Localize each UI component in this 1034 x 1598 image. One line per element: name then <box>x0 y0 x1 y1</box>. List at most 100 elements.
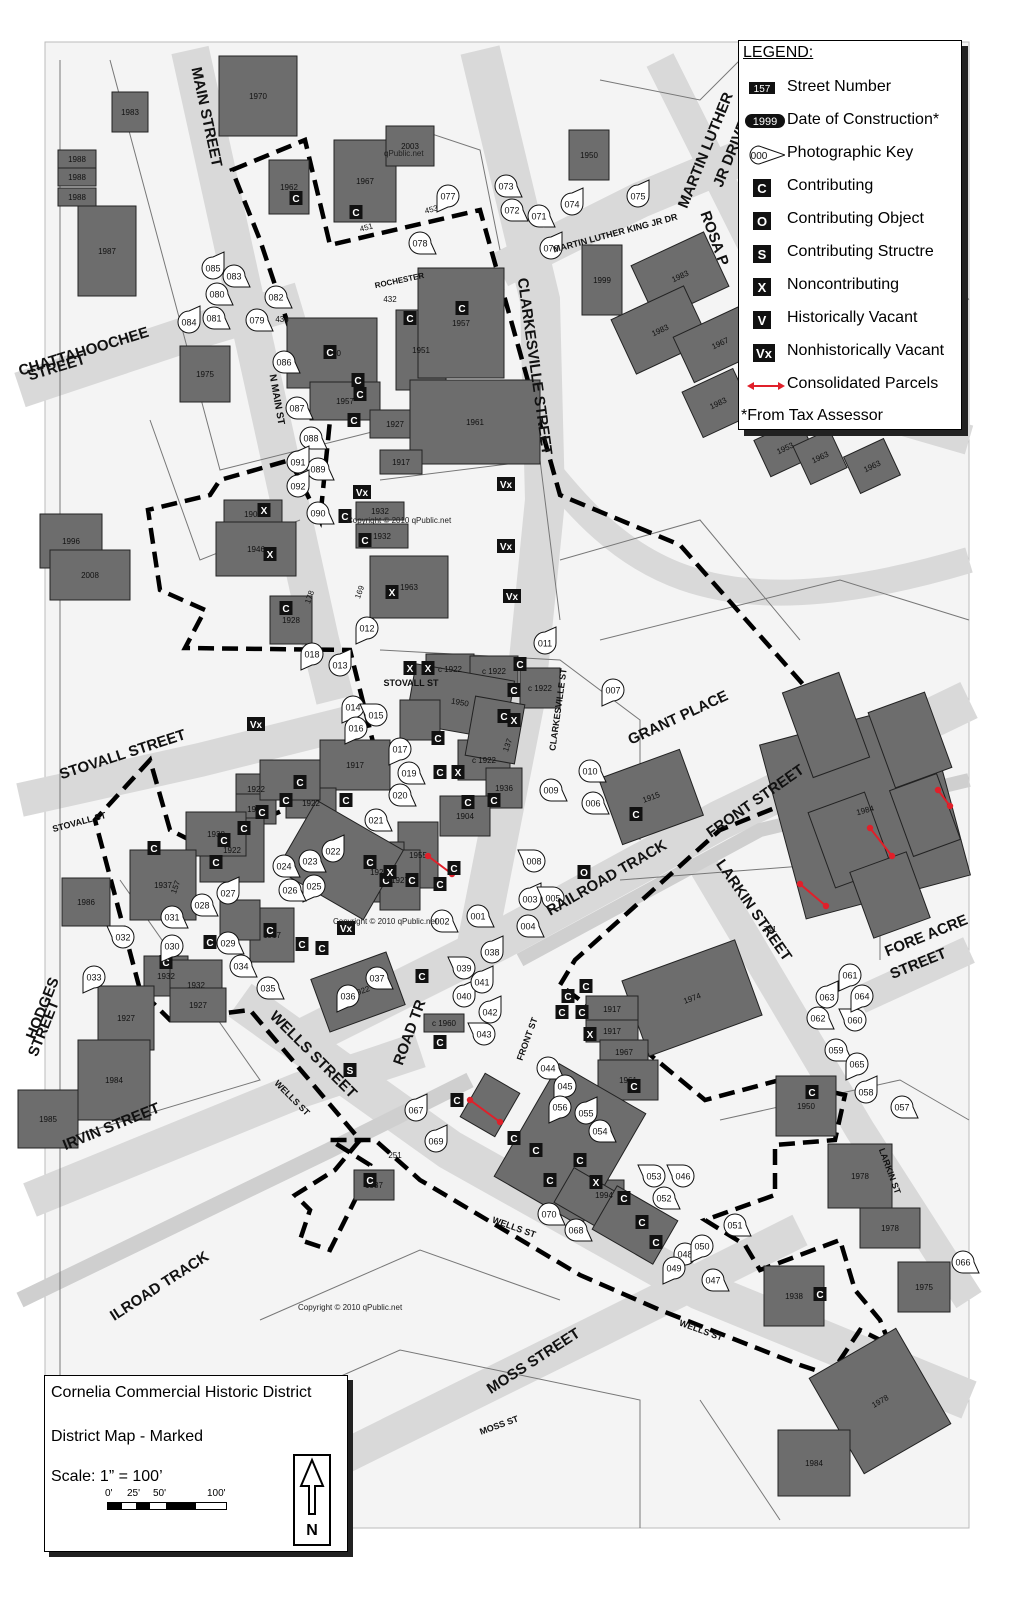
building-date: 1961 <box>466 418 484 427</box>
symbol-c: C <box>315 941 329 955</box>
svg-text:C: C <box>510 686 517 697</box>
building-date: 1978 <box>881 1224 899 1233</box>
svg-text:C: C <box>356 390 363 401</box>
photo-key-marker: 072 <box>500 198 529 222</box>
symbol-c: C <box>433 765 447 779</box>
photo-key-marker: 004 <box>516 914 545 938</box>
svg-text:018: 018 <box>304 650 319 660</box>
building-date: 1922 <box>302 799 320 808</box>
svg-text:071: 071 <box>531 212 546 222</box>
building-footprint <box>57 187 97 207</box>
scale-tick: 100' <box>207 1488 226 1499</box>
building-date: 1927 <box>189 1001 207 1010</box>
photo-key-marker: 071 <box>527 204 556 228</box>
svg-text:030: 030 <box>164 942 179 952</box>
svg-text:004: 004 <box>520 922 535 932</box>
building-date: 1988 <box>68 193 86 202</box>
photo-key-marker: 077 <box>436 184 460 213</box>
svg-text:C: C <box>298 940 305 951</box>
street-number: 741 <box>763 925 777 934</box>
photo-key-marker: 083 <box>222 264 251 288</box>
photo-key-marker: 039 <box>447 956 476 980</box>
svg-text:C: C <box>453 1096 460 1107</box>
building-date: 1988 <box>68 155 86 164</box>
legend-label: Historically Vacant <box>787 309 918 326</box>
svg-text:X: X <box>267 550 274 561</box>
symbol-c: C <box>433 877 447 891</box>
north-arrow-icon <box>299 1457 325 1515</box>
svg-text:006: 006 <box>585 799 600 809</box>
legend-label: Contributing Object <box>787 210 924 227</box>
svg-text:059: 059 <box>828 1046 843 1056</box>
legend-label: Nonhistorically Vacant <box>787 342 945 359</box>
building-date: 1922 <box>247 785 265 794</box>
svg-text:025: 025 <box>306 882 321 892</box>
symbol-c: C <box>351 373 365 387</box>
photo-key-marker: 015 <box>359 703 388 727</box>
svg-text:077: 077 <box>440 192 455 202</box>
consolidated-parcel-arrows <box>424 786 954 1126</box>
building-date: 1970 <box>249 92 267 101</box>
photo-key-marker: 060 <box>838 1008 867 1032</box>
svg-text:Vx: Vx <box>506 592 519 603</box>
symbol-o: O <box>577 865 591 879</box>
symbol-c: C <box>255 805 269 819</box>
building-date: 1936 <box>495 784 513 793</box>
svg-text:061: 061 <box>842 971 857 981</box>
svg-text:048: 048 <box>677 1250 692 1260</box>
photo-key-marker: 089 <box>306 457 335 481</box>
scale-bar <box>107 1502 227 1510</box>
symbol-c: C <box>487 793 501 807</box>
svg-text:X: X <box>593 1178 600 1189</box>
svg-text:056: 056 <box>552 1103 567 1113</box>
svg-text:157: 157 <box>754 84 771 95</box>
symbol-c: C <box>363 855 377 869</box>
building-date: 1932 <box>187 981 205 990</box>
photo-key-marker: 054 <box>588 1119 617 1143</box>
svg-text:C: C <box>652 1238 659 1249</box>
photo-key-marker: 013 <box>328 648 352 677</box>
building-date: 1932 <box>157 972 175 981</box>
building-footprint <box>111 91 149 133</box>
building-footprint <box>568 129 610 181</box>
building-footprint <box>464 695 526 765</box>
photo-key-marker: 008 <box>517 849 546 873</box>
photo-key-marker: 062 <box>806 1006 835 1030</box>
symbol-vx: Vx <box>247 717 265 731</box>
photo-key-marker: 050 <box>690 1234 714 1263</box>
road-irvin-street <box>23 1032 426 1217</box>
parcel-line <box>699 1399 781 1521</box>
building-date: 1950 <box>797 1102 815 1111</box>
svg-text:Vx: Vx <box>500 542 513 553</box>
photo-key-marker: 079 <box>245 308 274 332</box>
photo-key-marker: 049 <box>662 1256 686 1285</box>
svg-text:039: 039 <box>456 964 471 974</box>
svg-text:C: C <box>296 778 303 789</box>
svg-text:081: 081 <box>206 314 221 324</box>
svg-text:C: C <box>162 958 169 969</box>
legend-symbol: 000 <box>745 144 787 166</box>
symbol-x: X <box>507 713 521 727</box>
svg-text:C: C <box>366 1176 373 1187</box>
symbol-c: C <box>629 807 643 821</box>
svg-text:001: 001 <box>470 912 485 922</box>
photo-key-marker: 003 <box>518 882 542 911</box>
svg-text:046: 046 <box>675 1172 690 1182</box>
building-date: 1967 <box>356 177 374 186</box>
symbol-c: C <box>279 793 293 807</box>
svg-text:C: C <box>292 194 299 205</box>
svg-text:C: C <box>258 808 265 819</box>
svg-text:C: C <box>408 876 415 887</box>
photo-key-marker: 068 <box>564 1218 593 1242</box>
svg-text:029: 029 <box>220 939 235 949</box>
svg-text:091: 091 <box>290 458 305 468</box>
svg-text:C: C <box>808 1088 815 1099</box>
building-date: 1986 <box>77 898 95 907</box>
symbol-c: C <box>279 601 293 615</box>
svg-text:087: 087 <box>289 404 304 414</box>
photo-key-marker: 051 <box>723 1213 752 1237</box>
